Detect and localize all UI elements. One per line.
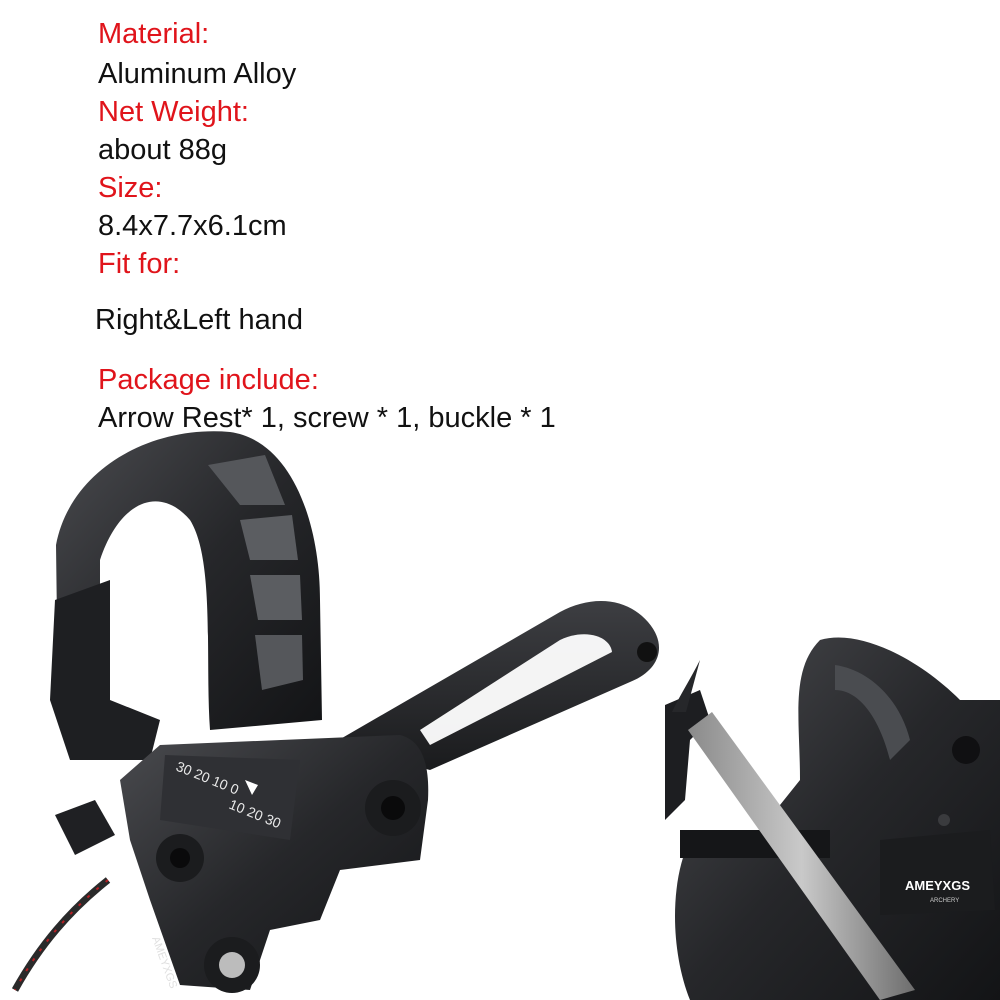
bottom-knob-cap (219, 952, 245, 978)
cord-red-thread (14, 879, 109, 991)
size-label: Size: (98, 172, 163, 204)
arrow-shaft (688, 712, 915, 1000)
fit-value: Right&Left hand (95, 304, 303, 336)
closeup-body (675, 637, 1000, 1000)
release-cord (11, 877, 111, 992)
closeup-knob (952, 736, 980, 764)
arrow-rest-main: 30 20 10 0 10 20 30 AMEYXGS (11, 431, 660, 993)
hoop-cutout-3 (250, 575, 302, 620)
arrow-rest-closeup: AMEYXGS ARCHERY (665, 637, 1000, 1000)
fit-label: Fit for: (98, 248, 181, 280)
material-label: Material: (98, 18, 210, 50)
package-value: Arrow Rest* 1, screw * 1, buckle * 1 (98, 402, 556, 434)
scale-arrow-icon (245, 780, 258, 795)
brand-sub-text: ARCHERY (930, 898, 959, 904)
package-label: Package include: (98, 364, 319, 396)
arrow-rest-photo: 30 20 10 0 10 20 30 AMEYXGS AMEYXGS ARCH… (11, 431, 1000, 1000)
closeup-launcher-arm (665, 690, 710, 820)
cord-clamp (55, 800, 115, 855)
material-value: Aluminum Alloy (98, 58, 297, 90)
arm-slot (420, 634, 612, 745)
hoop-cutout-1 (208, 455, 285, 505)
hoop-lower-frame (50, 580, 160, 760)
size-value: 8.4x7.7x6.1cm (98, 210, 287, 242)
scale-plate (160, 755, 300, 840)
closeup-hoop-edge (835, 665, 910, 760)
arm-end-screw (637, 642, 657, 662)
launcher-hoop (56, 431, 322, 730)
launcher-tip (672, 660, 700, 712)
weight-label: Net Weight: (98, 96, 249, 128)
left-knob-hex (170, 848, 190, 868)
brand-large-text: AMEYXGS (905, 878, 970, 893)
right-knob-hex (381, 796, 405, 820)
closeup-side-plate (880, 830, 995, 915)
hoop-cutout-4 (255, 635, 303, 690)
weight-value: about 88g (98, 134, 228, 166)
closeup-screw (938, 814, 950, 826)
hoop-cutout-2 (240, 515, 298, 560)
